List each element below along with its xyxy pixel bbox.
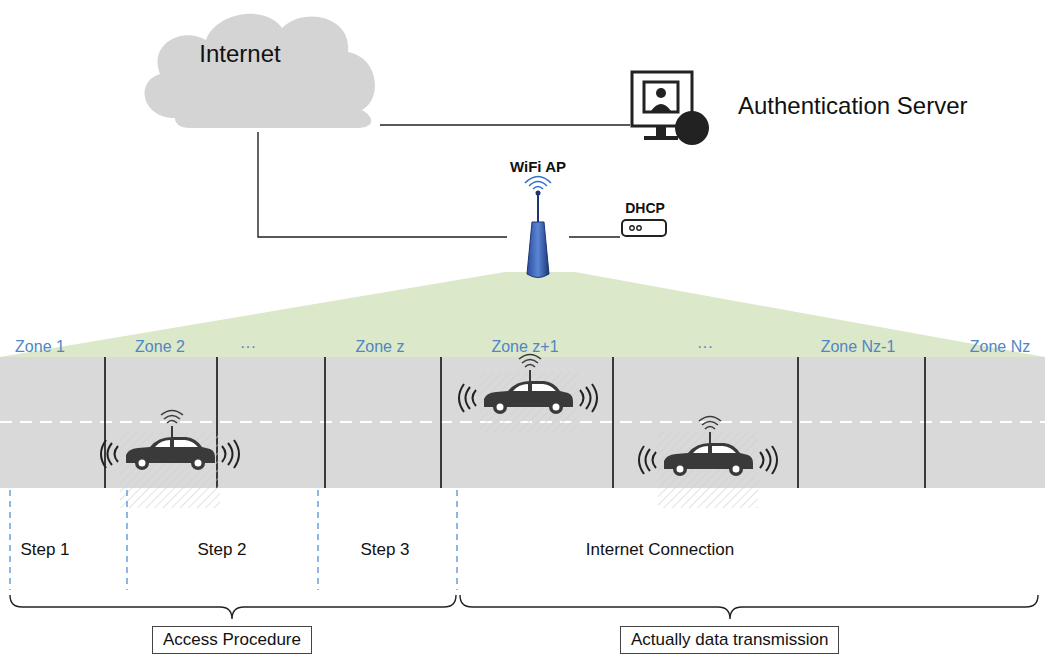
zone-dividers <box>105 357 925 488</box>
step-label: Step 2 <box>197 540 246 560</box>
car <box>101 411 239 471</box>
link-line <box>569 236 620 237</box>
phase-box: Actually data transmission <box>620 626 839 654</box>
antenna-icon <box>498 182 578 282</box>
zone-label: Zone z+1 <box>491 338 558 356</box>
internet-cloud: Internet <box>130 0 380 132</box>
car <box>459 355 597 415</box>
braces <box>10 595 1038 619</box>
dhcp-server: DHCP <box>620 200 670 240</box>
auth-server: Authentication Server <box>630 66 967 156</box>
zone-label: Zone 2 <box>135 338 185 356</box>
car-shadows <box>120 372 758 508</box>
zone-label: Zone Nz <box>970 338 1030 356</box>
node-text: WiFi AP <box>507 158 569 175</box>
zone-label: ··· <box>240 338 256 356</box>
node-text: DHCP <box>625 200 665 216</box>
zone-label: Zone Nz-1 <box>821 338 896 356</box>
zone-label: ··· <box>697 338 713 356</box>
step-label: Step 1 <box>20 540 69 560</box>
node-text: Actually data transmission <box>631 630 828 650</box>
link-line <box>380 124 630 125</box>
node-text: Access Procedure <box>163 630 301 650</box>
step-label: Internet Connection <box>586 540 734 560</box>
link-line <box>258 132 507 237</box>
step-label: Step 3 <box>360 540 409 560</box>
coverage-area <box>0 272 1045 357</box>
car <box>639 417 777 477</box>
wifi-ap: WiFi AP <box>507 158 569 282</box>
router-icon <box>620 216 670 240</box>
node-text: Authentication Server <box>738 92 967 120</box>
zone-label: Zone z <box>356 338 405 356</box>
node-text: Internet <box>199 40 280 68</box>
server-icon <box>630 66 710 156</box>
phase-box: Access Procedure <box>152 626 312 654</box>
zone-label: Zone 1 <box>15 338 65 356</box>
step-dividers <box>10 490 457 590</box>
